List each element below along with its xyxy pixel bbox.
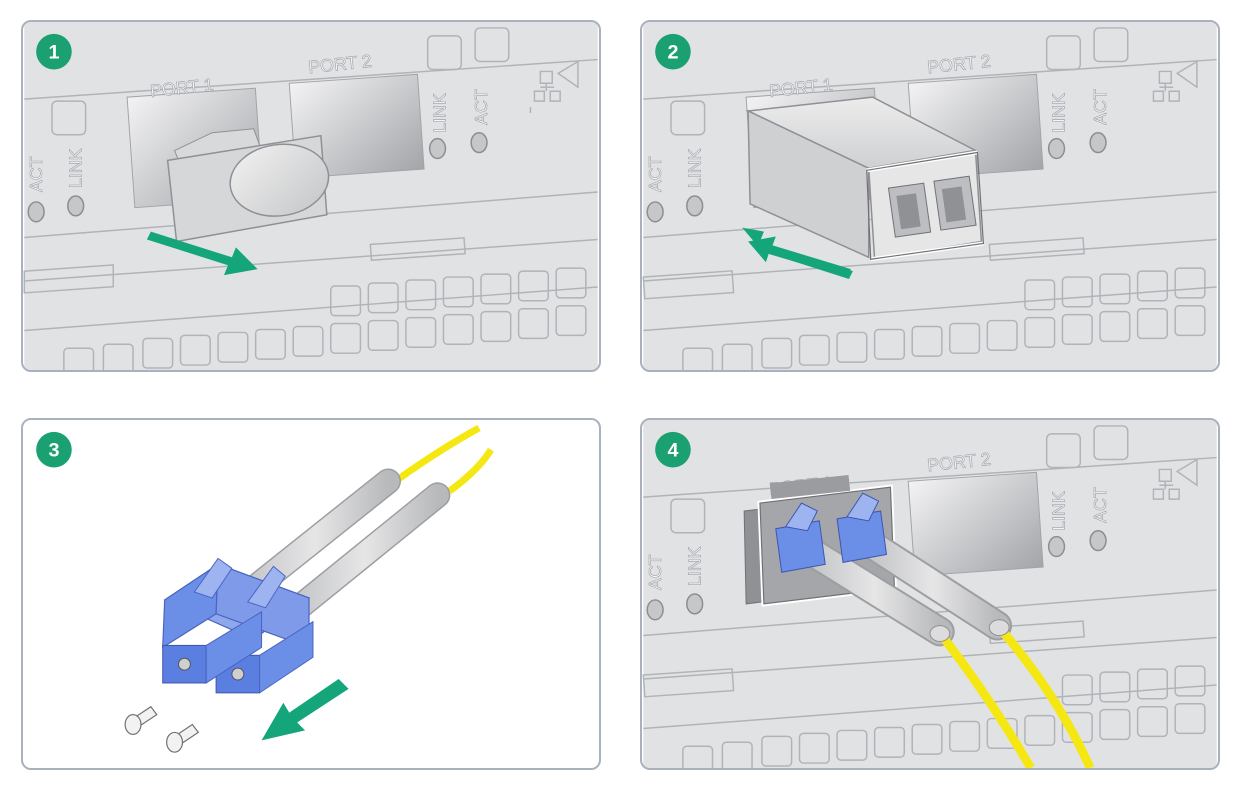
link-label: LINK (685, 148, 705, 188)
insert-arrow (748, 236, 853, 280)
link-label-2: LINK (1048, 93, 1068, 133)
step-4-number: 4 (667, 440, 678, 462)
step-1-number: 1 (48, 42, 59, 64)
act-label: ACT (645, 554, 665, 590)
step-2-badge (655, 33, 691, 70)
lc-connector (162, 557, 314, 694)
step-4-badge (655, 431, 691, 468)
step-4-illustration: PORT 1 PORT 2 ACT LINK LINK ACT (642, 420, 1217, 768)
act-label: ACT (645, 156, 665, 192)
step-1-illustration: PORT 1 PORT 2 ACT LINK LINK ACT 1 (23, 22, 598, 370)
act-label-2: ACT (471, 89, 491, 125)
act-label-2: ACT (1090, 487, 1110, 523)
transceiver-module (745, 96, 985, 262)
link-label: LINK (685, 546, 705, 586)
step-3-number: 3 (48, 440, 59, 462)
remove-arrow (261, 679, 349, 741)
step-1-panel: PORT 1 PORT 2 ACT LINK LINK ACT 1 (21, 20, 601, 372)
step-3-illustration: 3 (24, 420, 598, 768)
step-1-badge (36, 33, 72, 70)
link-label-2: LINK (1048, 491, 1068, 531)
act-label-2: ACT (1090, 89, 1110, 125)
step-3-panel: 3 (21, 418, 601, 770)
step-2-number: 2 (667, 42, 678, 64)
step-2-illustration: PORT 1 PORT 2 ACT LINK LINK ACT 2 (642, 22, 1217, 370)
step-2-panel: PORT 1 PORT 2 ACT LINK LINK ACT 2 (640, 20, 1220, 372)
act-label: ACT (26, 156, 46, 192)
step-3-badge (36, 431, 72, 468)
link-label: LINK (66, 148, 86, 188)
link-label-2: LINK (429, 93, 449, 133)
pull-arrow (146, 231, 258, 276)
step-4-panel: PORT 1 PORT 2 ACT LINK LINK ACT (640, 418, 1220, 770)
dust-caps (124, 705, 200, 753)
dust-plug (166, 128, 330, 243)
lc-connector-inserted (775, 492, 888, 573)
